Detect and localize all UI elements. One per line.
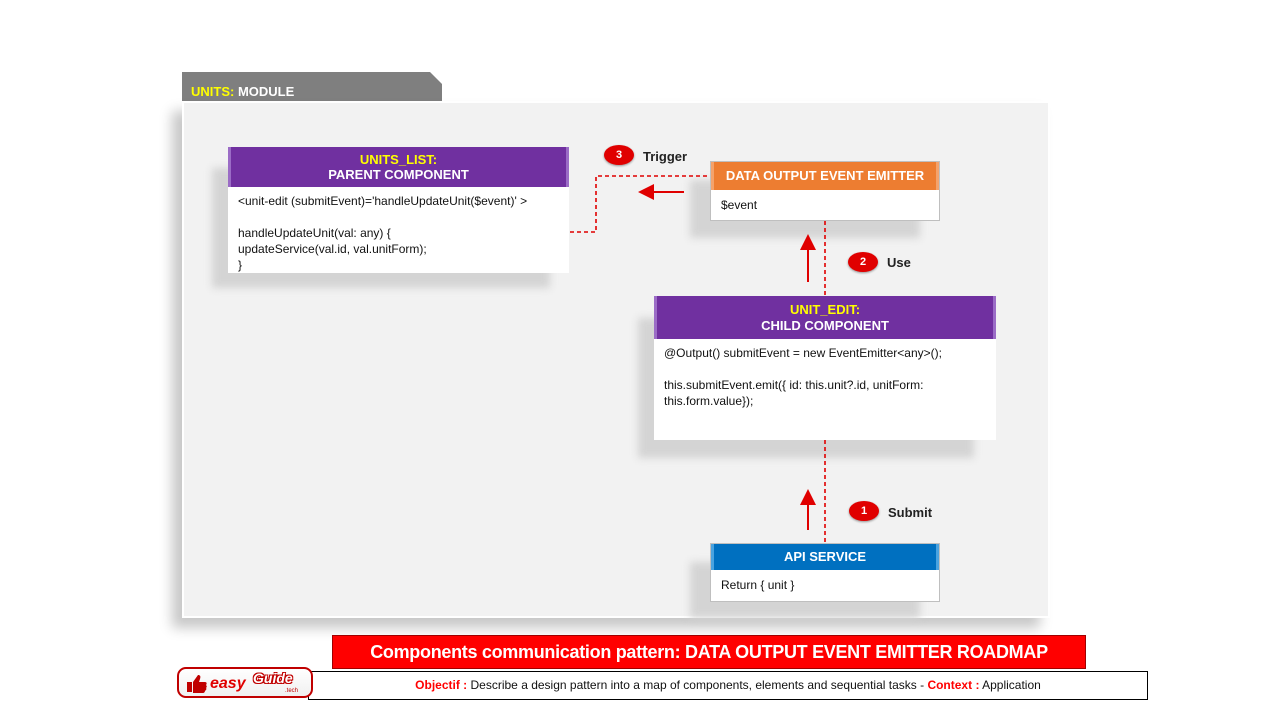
module-tab-label: UNITS: MODULE bbox=[191, 84, 294, 99]
module-name: MODULE bbox=[234, 84, 295, 99]
code-line-blank bbox=[238, 209, 559, 225]
api-service-header: API SERVICE bbox=[711, 544, 939, 570]
child-component-title: UNIT_EDIT: bbox=[789, 302, 861, 317]
step-1-badge: 1 bbox=[849, 501, 879, 521]
child-component-code: @Output() submitEvent = new EventEmitter… bbox=[654, 339, 996, 415]
context-text: Application bbox=[979, 678, 1041, 692]
code-line: handleUpdateUnit(val: any) { bbox=[238, 226, 391, 240]
emitter-to-parent-line bbox=[570, 175, 710, 233]
code-line: } bbox=[238, 258, 243, 272]
code-line: <unit-edit (submitEvent)='handleUpdateUn… bbox=[238, 194, 528, 208]
step-2-label: Use bbox=[887, 255, 911, 270]
parent-component-header: UNITS_LIST: PARENT COMPONENT bbox=[228, 147, 569, 187]
event-emitter-header: DATA OUTPUT EVENT EMITTER bbox=[711, 162, 939, 190]
parent-component-box: UNITS_LIST: PARENT COMPONENT <unit-edit … bbox=[228, 147, 569, 273]
parent-component-title: UNITS_LIST: bbox=[359, 152, 438, 167]
logo-tech-text: .tech bbox=[285, 688, 299, 694]
module-tab bbox=[182, 72, 442, 101]
context-key: Context : bbox=[927, 678, 980, 692]
step-3-badge: 3 bbox=[604, 145, 634, 165]
api-service-value: Return { unit } bbox=[721, 578, 795, 592]
event-emitter-value: $event bbox=[721, 198, 758, 212]
parent-component-subtitle: PARENT COMPONENT bbox=[328, 167, 469, 182]
logo-guide-text: Guide bbox=[253, 670, 293, 686]
step-1-label: Submit bbox=[888, 505, 933, 520]
objectif-text: Describe a design pattern into a map of … bbox=[467, 678, 928, 692]
objective-bar: Objectif : Describe a design pattern int… bbox=[308, 671, 1148, 700]
logo-easy-text: easy bbox=[210, 675, 246, 692]
code-line: @Output() submitEvent = new EventEmitter… bbox=[664, 346, 942, 360]
module-key: UNITS: bbox=[191, 84, 235, 99]
api-service-box: API SERVICE Return { unit } bbox=[710, 543, 940, 602]
objectif-key: Objectif : bbox=[415, 678, 468, 692]
event-emitter-box: DATA OUTPUT EVENT EMITTER $event bbox=[710, 161, 940, 221]
child-component-subtitle: CHILD COMPONENT bbox=[761, 318, 889, 333]
parent-component-code: <unit-edit (submitEvent)='handleUpdateUn… bbox=[228, 187, 569, 279]
child-component-header: UNIT_EDIT: CHILD COMPONENT bbox=[654, 296, 996, 339]
code-line: this.submitEvent.emit({ id: this.unit?.i… bbox=[664, 378, 924, 392]
code-line: this.form.value}); bbox=[664, 394, 754, 408]
step-2-badge: 2 bbox=[848, 252, 878, 272]
diagram-title: Components communication pattern: DATA O… bbox=[332, 635, 1086, 669]
code-line-blank bbox=[664, 361, 986, 377]
code-line: updateService(val.id, val.unitForm); bbox=[238, 242, 427, 256]
child-component-box: UNIT_EDIT: CHILD COMPONENT @Output() sub… bbox=[654, 296, 996, 440]
step-3-label: Trigger bbox=[643, 149, 688, 164]
thumbs-up-icon bbox=[187, 675, 207, 693]
